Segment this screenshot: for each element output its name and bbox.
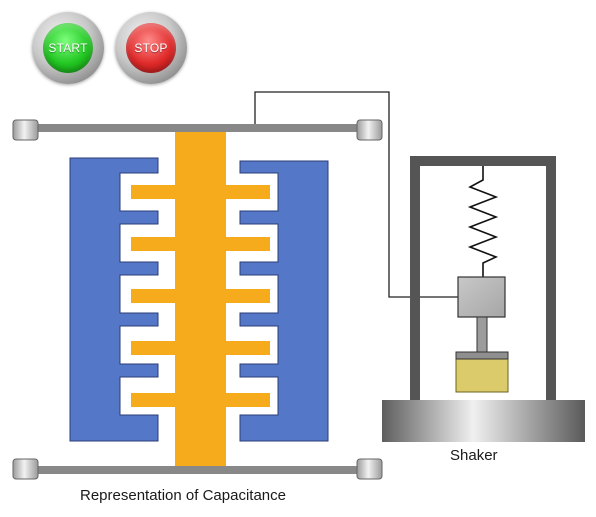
bottom-right-rail-cap	[356, 458, 383, 480]
shaker-label: Shaker	[450, 447, 498, 464]
top-right-rail-cap	[356, 119, 383, 141]
right-stator-comb	[239, 160, 329, 442]
shaker-plate	[455, 351, 509, 360]
top-left-rail-cap	[12, 119, 39, 141]
shaker-base	[382, 400, 585, 442]
top-rail	[12, 119, 383, 141]
stop-button[interactable]: STOP	[115, 12, 187, 84]
shaker-rod	[476, 316, 488, 355]
capacitance-label: Representation of Capacitance	[80, 487, 286, 504]
spring-icon	[467, 166, 499, 277]
left-stator-comb	[69, 157, 159, 442]
stop-button-label: STOP	[126, 23, 176, 73]
rotor-comb	[131, 132, 270, 466]
shaker	[382, 156, 585, 442]
bottom-left-rail-cap	[12, 458, 39, 480]
bottom-rail	[12, 458, 383, 480]
start-button[interactable]: START	[32, 12, 104, 84]
start-button-label: START	[43, 23, 93, 73]
shaker-block	[457, 276, 506, 318]
